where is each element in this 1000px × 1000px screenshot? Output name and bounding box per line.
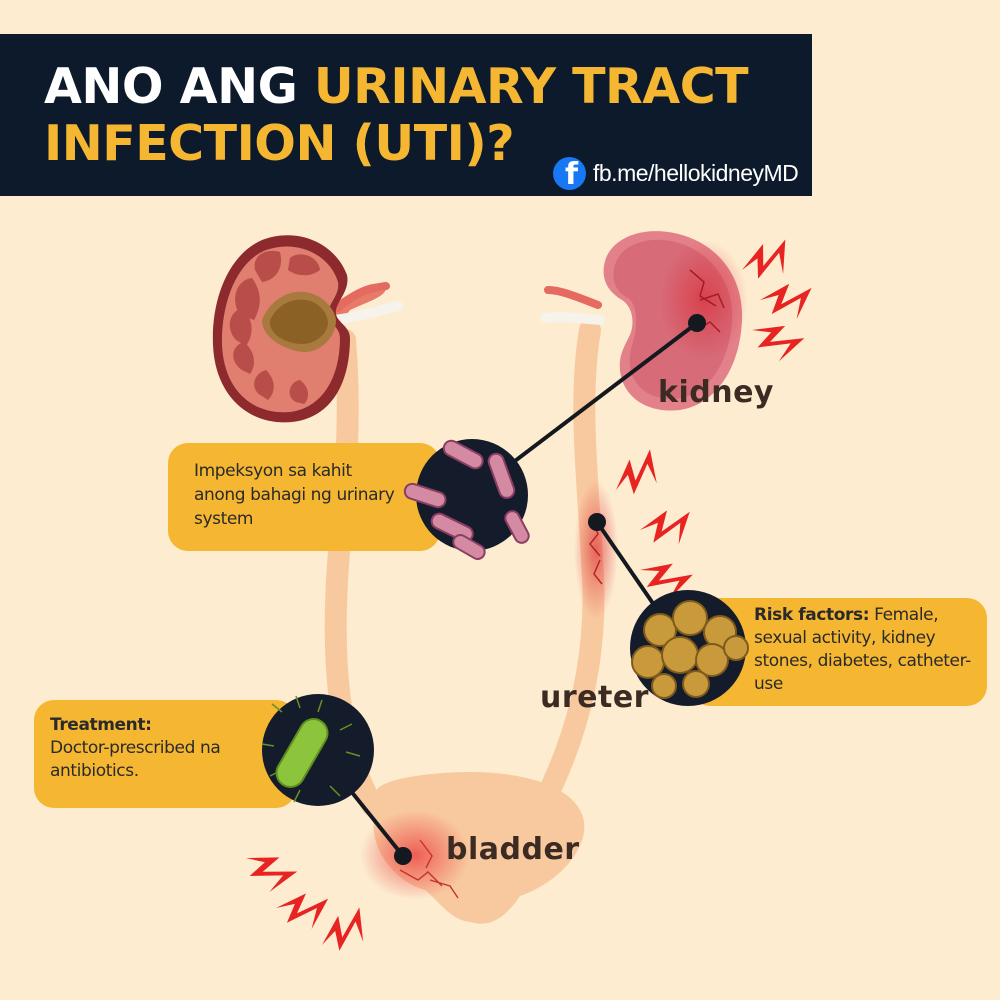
kidney-label: kidney bbox=[658, 375, 774, 410]
bladder bbox=[360, 772, 585, 924]
facebook-link-text[interactable]: fb.me/hellokidneyMD bbox=[593, 159, 799, 186]
kidney-stones-icon bbox=[630, 590, 749, 706]
title-highlight-line2: INFECTION (UTI)? bbox=[44, 115, 515, 172]
title-plain: ANO ANG bbox=[44, 58, 314, 115]
treatment-text-block: Treatment: Doctor-prescribed na antibioti… bbox=[50, 714, 280, 783]
treatment-text: Doctor-prescribed na antibiotics. bbox=[50, 738, 221, 781]
connector-lines bbox=[316, 314, 706, 865]
green-bacterium-icon bbox=[261, 694, 374, 806]
title-highlight-line1: URINARY TRACT bbox=[313, 58, 749, 115]
bladder-label: bladder bbox=[446, 832, 580, 867]
facebook-link[interactable]: f fb.me/hellokidneyMD bbox=[553, 155, 799, 191]
infection-text: Impeksyon sa kahit anong bahagi ng urina… bbox=[194, 461, 395, 529]
facebook-glyph: f bbox=[564, 156, 579, 190]
infection-callout: Impeksyon sa kahit anong bahagi ng urina… bbox=[168, 443, 440, 551]
kidney-cross-section-icon bbox=[212, 235, 403, 423]
treatment-callout: Treatment: Doctor-prescribed na antibioti… bbox=[34, 700, 296, 808]
title-banner bbox=[0, 34, 812, 196]
facebook-icon: f bbox=[553, 156, 586, 190]
risk-text: Female, sexual activity, kidney stones, … bbox=[754, 605, 971, 694]
risk-heading: Risk factors: bbox=[754, 605, 870, 625]
ureter-label: ureter bbox=[540, 680, 649, 715]
bacteria-rods-icon bbox=[403, 439, 530, 560]
treatment-heading: Treatment: bbox=[50, 715, 152, 735]
risk-text-block: Risk factors: Female, sexual activity, k… bbox=[754, 604, 982, 696]
